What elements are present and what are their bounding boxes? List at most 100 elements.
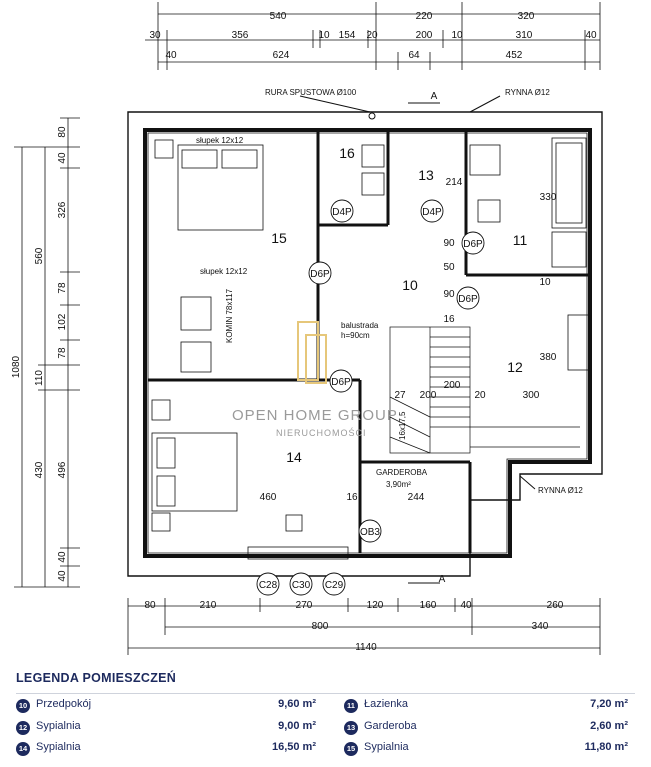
watermark-sub: NIERUCHOMOŚCI [276, 427, 367, 438]
legend-room-area: 16,50 m² [271, 741, 316, 753]
legend-room-number: 11 [344, 699, 358, 713]
room-legend: LEGENDA POMIESZCZEŃ 10 Przedpokój 9,60 m… [0, 660, 651, 767]
legend-row: 11 Łazienka 7,20 m² [344, 697, 628, 715]
dim-left-430: 430 [34, 461, 45, 478]
window-marker-c29: C29 [325, 580, 344, 591]
dim-left-78b: 78 [57, 347, 68, 359]
inner-dim-214: 214 [446, 177, 463, 188]
dim-top-452: 452 [506, 50, 523, 61]
inner-dim-244: 244 [408, 492, 425, 503]
inner-dim-300: 300 [523, 390, 540, 401]
room-label-16: 16 [339, 145, 355, 161]
stairs-label: 16x17,5 [398, 411, 407, 440]
wardrobe-label: GARDEROBA [376, 468, 428, 477]
inner-dim-90b: 90 [443, 289, 455, 300]
legend-room-number: 15 [344, 742, 358, 756]
legend-room-name: Przedpokój [36, 698, 92, 710]
post-label-1: słupek 12x12 [196, 136, 244, 145]
dim-top-624: 624 [273, 50, 290, 61]
room-label-15: 15 [271, 230, 287, 246]
dim-top-220: 220 [416, 11, 433, 22]
gutter-label-top: RYNNA Ø12 [505, 88, 550, 97]
door-marker-ob3: OB3 [360, 527, 380, 538]
dim-top-20: 20 [366, 30, 378, 41]
dim-left-40a: 40 [57, 152, 68, 164]
dim-bottom-1140: 1140 [355, 642, 377, 653]
dim-top-10a: 10 [318, 30, 330, 41]
legend-room-name: Sypialnia [36, 741, 81, 753]
dim-top-200: 200 [416, 30, 433, 41]
dim-left-326: 326 [57, 201, 68, 218]
legend-row: 15 Sypialnia 11,80 m² [344, 740, 628, 758]
post-label-2: słupek 12x12 [200, 267, 248, 276]
floor-plan: 540 220 320 30 356 10 154 20 200 10 310 … [11, 2, 603, 655]
room-label-13: 13 [418, 167, 434, 183]
legend-row: 10 Przedpokój 9,60 m² [16, 697, 316, 715]
legend-room-name: Garderoba [364, 720, 417, 732]
inner-dim-90a: 90 [443, 238, 455, 249]
legend-room-area: 9,60 m² [278, 698, 316, 710]
legend-room-number: 14 [16, 742, 30, 756]
inner-dim-27: 27 [394, 390, 406, 401]
inner-dim-16b: 16 [346, 492, 358, 503]
balustrade-label: balustrada [341, 321, 379, 330]
chimney-label: KOMIN 78x117 [225, 288, 234, 343]
dim-bottom-210: 210 [200, 600, 217, 611]
legend-room-number: 13 [344, 721, 358, 735]
inner-dim-20: 20 [474, 390, 486, 401]
door-marker-d6p-2: D6P [463, 239, 483, 250]
dim-left-40b: 40 [57, 551, 68, 563]
dim-bottom-270: 270 [296, 600, 313, 611]
gutter-label-bottom: RYNNA Ø12 [538, 486, 583, 495]
dim-left-40c: 40 [57, 570, 68, 582]
dim-top-320: 320 [518, 11, 535, 22]
dim-top-356: 356 [232, 30, 249, 41]
legend-title: LEGENDA POMIESZCZEŃ [16, 671, 177, 685]
legend-divider [16, 693, 635, 694]
legend-room-area: 2,60 m² [590, 720, 628, 732]
room-label-12: 12 [507, 359, 523, 375]
dim-bottom-260: 260 [547, 600, 564, 611]
door-marker-d6p-4: D6P [331, 377, 351, 388]
dim-bottom-40: 40 [460, 600, 472, 611]
legend-room-area: 11,80 m² [584, 741, 628, 753]
dim-left-80: 80 [57, 126, 68, 138]
dim-bottom-340: 340 [532, 621, 549, 632]
legend-room-area: 7,20 m² [590, 698, 628, 710]
inner-dim-200a: 200 [444, 380, 461, 391]
watermark-logo: OPEN HOME GROUP NIERUCHOMOŚCI [232, 321, 398, 438]
dim-left-102: 102 [57, 313, 68, 330]
inner-dim-200b: 200 [420, 390, 437, 401]
legend-room-name: Łazienka [364, 698, 409, 710]
dim-left-560: 560 [34, 247, 45, 264]
dim-bottom-80: 80 [144, 600, 156, 611]
dim-bottom-160: 160 [420, 600, 437, 611]
downpipe-label: RURA SPUSTOWA Ø100 [265, 88, 357, 97]
legend-row: 12 Sypialnia 9,00 m² [16, 719, 316, 737]
legend-room-name: Sypialnia [36, 720, 81, 732]
dim-left-78a: 78 [57, 282, 68, 294]
section-marker-top: A [431, 91, 438, 102]
dim-top-30: 30 [149, 30, 161, 41]
inner-dim-16a: 16 [443, 314, 455, 325]
door-marker-d4p-1: D4P [332, 207, 352, 218]
room-label-14: 14 [286, 449, 302, 465]
inner-dim-460: 460 [260, 492, 277, 503]
dim-top-40b: 40 [165, 50, 177, 61]
dim-left-496: 496 [57, 461, 68, 478]
dim-top-64: 64 [408, 50, 420, 61]
dim-top-40: 40 [585, 30, 597, 41]
inner-dim-380: 380 [540, 352, 557, 363]
legend-row: 13 Garderoba 2,60 m² [344, 719, 628, 737]
balustrade-height: h=90cm [341, 331, 370, 340]
legend-room-name: Sypialnia [364, 741, 409, 753]
window-marker-c28: C28 [259, 580, 278, 591]
legend-room-area: 9,00 m² [278, 720, 316, 732]
inner-dim-330: 330 [540, 192, 557, 203]
watermark-name: OPEN HOME GROUP [232, 407, 398, 424]
inner-dim-50: 50 [443, 262, 455, 273]
wardrobe-area: 3,90m² [386, 480, 411, 489]
dim-left-110: 110 [34, 370, 45, 386]
dim-left-1080: 1080 [11, 355, 22, 378]
legend-row: 14 Sypialnia 16,50 m² [16, 740, 316, 758]
